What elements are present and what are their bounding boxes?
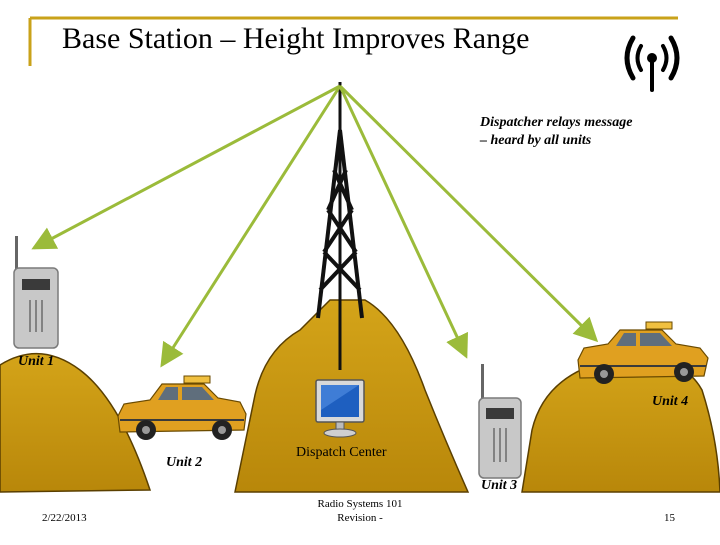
dispatcher-note: Dispatcher relays message – heard by all…	[480, 114, 640, 150]
footer-course-line1: Radio Systems 101	[290, 497, 430, 511]
wireless-signal-icon	[627, 38, 677, 90]
arrow-to-unit1	[34, 86, 340, 248]
taxi-icon	[578, 322, 708, 384]
handheld-radio-icon	[479, 364, 521, 478]
label-unit2: Unit 2	[166, 455, 202, 471]
handheld-radio-icon	[14, 236, 58, 348]
taxi-icon	[118, 376, 246, 440]
label-unit3: Unit 3	[481, 478, 517, 494]
slide-title: Base Station – Height Improves Range	[62, 22, 529, 56]
label-dispatch-center: Dispatch Center	[296, 445, 387, 461]
label-unit4: Unit 4	[652, 394, 688, 410]
footer-page-number: 15	[664, 512, 675, 524]
label-unit1: Unit 1	[18, 354, 54, 370]
footer-course: Radio Systems 101 Revision -	[290, 497, 430, 525]
footer-course-line2: Revision -	[290, 511, 430, 525]
footer-date: 2/22/2013	[42, 512, 87, 524]
